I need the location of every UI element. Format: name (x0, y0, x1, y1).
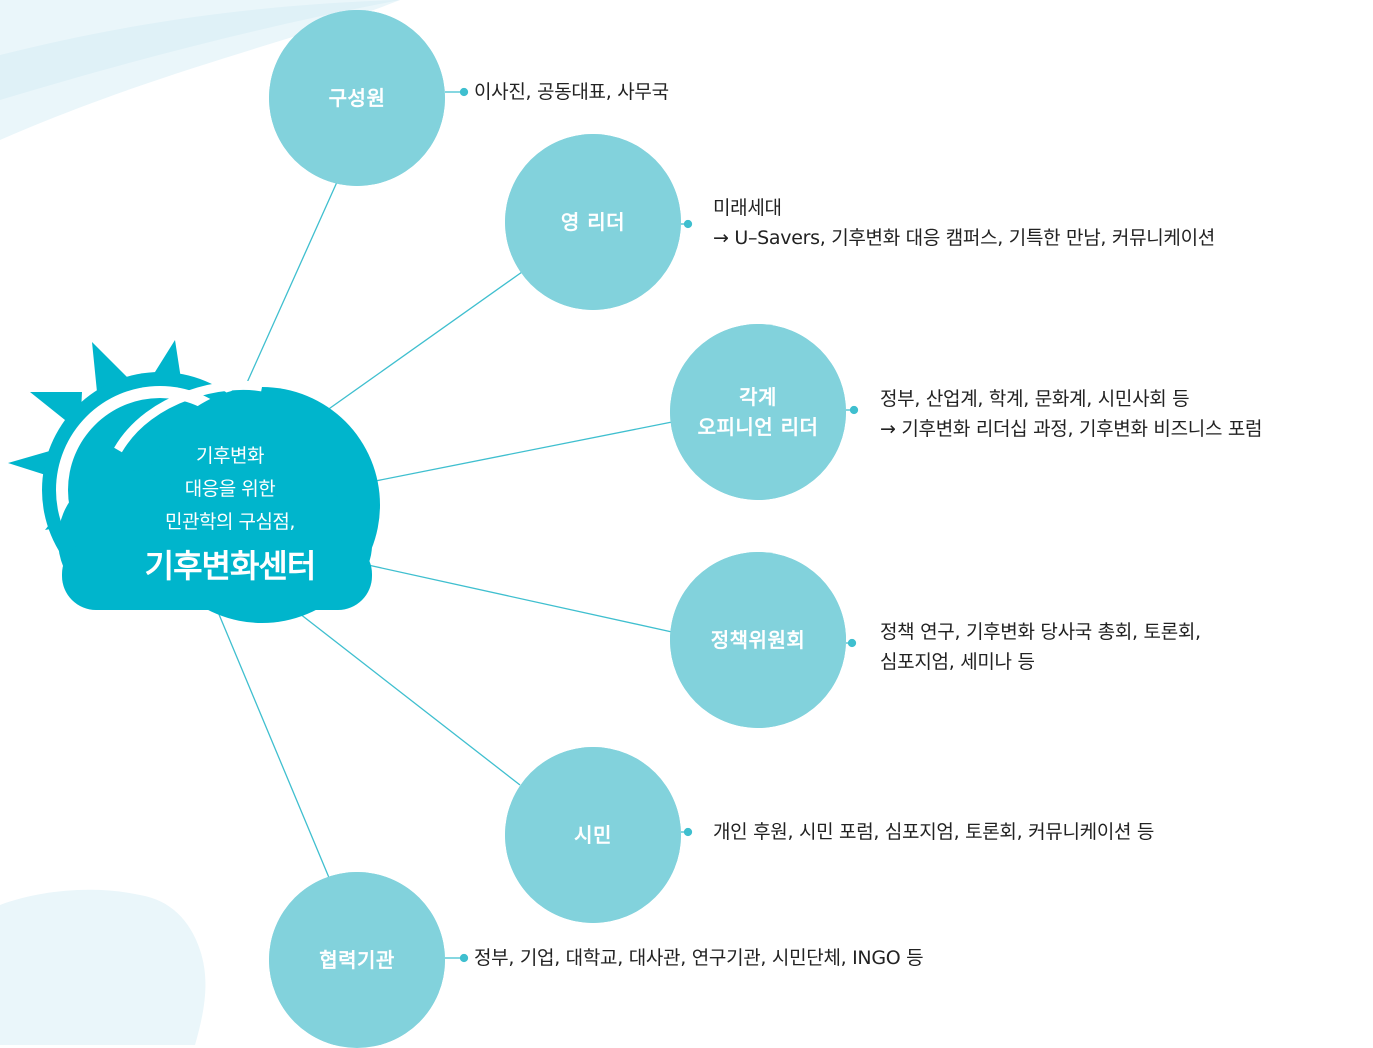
connector-opinion-leaders (329, 421, 673, 491)
background-wave-stripe (0, 0, 400, 100)
center-line-1: 기후변화 (196, 445, 264, 467)
desc-young-leaders: 미래세대 → U–Savers, 기후변화 대응 캠퍼스, 기특한 만남, 커뮤… (713, 193, 1215, 253)
node-citizens: 시민 (505, 747, 681, 923)
desc-citizens: 개인 후원, 시민 포럼, 심포지엄, 토론회, 커뮤니케이션 등 (713, 817, 1154, 847)
node-members: 구성원 (269, 10, 445, 186)
center-line-2: 대응을 위한 (184, 478, 276, 500)
pointer-connectors (445, 87, 859, 963)
center-title: 기후변화센터 (144, 547, 317, 585)
polar-bear-silhouette (0, 889, 206, 1045)
node-label-line-1: 각계 (739, 385, 777, 409)
desc-line-2: → 기후변화 리더십 과정, 기후변화 비즈니스 포럼 (880, 418, 1263, 440)
cloud-shape (58, 387, 380, 623)
desc-line-1: 정부, 산업계, 학계, 문화계, 시민사회 등 (880, 388, 1190, 410)
node-partners: 협력기관 (269, 872, 445, 1048)
node-label-line-2: 오피니언 리더 (697, 415, 819, 439)
desc-partners: 정부, 기업, 대학교, 대사관, 연구기관, 시민단체, INGO 등 (474, 943, 924, 973)
node-policy-committee: 정책위원회 (670, 552, 846, 728)
desc-line-2: → U–Savers, 기후변화 대응 캠퍼스, 기특한 만남, 커뮤니케이션 (713, 227, 1215, 249)
desc-line-1: 미래세대 (713, 197, 782, 219)
desc-policy-committee: 정책 연구, 기후변화 당사국 총회, 토론회, 심포지엄, 세미나 등 (880, 617, 1201, 677)
center-line-3: 민관학의 구심점, (165, 511, 295, 533)
desc-members: 이사진, 공동대표, 사무국 (474, 77, 669, 107)
connector-partners (217, 611, 331, 881)
node-label: 시민 (574, 823, 612, 847)
desc-line: 이사진, 공동대표, 사무국 (474, 81, 669, 103)
connector-citizens (294, 609, 521, 786)
desc-line-1: 정책 연구, 기후변화 당사국 총회, 토론회, (880, 621, 1201, 643)
desc-line: 정부, 기업, 대학교, 대사관, 연구기관, 시민단체, INGO 등 (474, 947, 924, 969)
node-opinion-leaders: 각계 오피니언 리더 (670, 324, 846, 500)
node-young-leaders: 영 리더 (505, 134, 681, 310)
connector-policy-committee (367, 564, 673, 633)
node-label: 협력기관 (319, 948, 395, 972)
node-label: 구성원 (328, 86, 386, 110)
node-label: 영 리더 (560, 210, 626, 234)
node-label: 정책위원회 (710, 628, 806, 652)
desc-line-2: 심포지엄, 세미나 등 (880, 651, 1035, 673)
cloud-outline (114, 380, 263, 453)
desc-opinion-leaders: 정부, 산업계, 학계, 문화계, 시민사회 등 → 기후변화 리더십 과정, … (880, 384, 1263, 444)
desc-line: 개인 후원, 시민 포럼, 심포지엄, 토론회, 커뮤니케이션 등 (713, 821, 1155, 843)
center-label: 기후변화 대응을 위한 민관학의 구심점, 기후변화센터 (95, 440, 365, 589)
